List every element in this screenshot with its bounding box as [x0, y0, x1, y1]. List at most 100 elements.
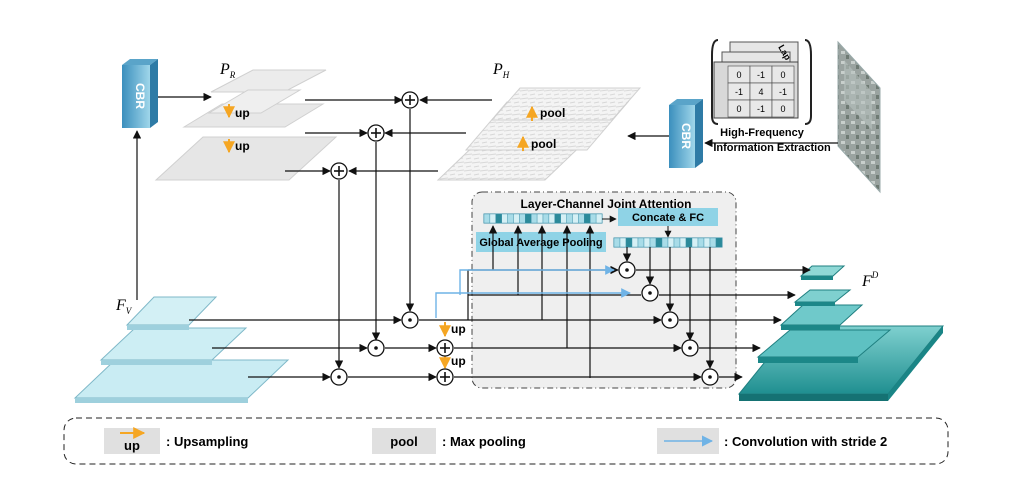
- legend-conv: : Convolution with stride 2: [657, 428, 887, 454]
- kernel-cell: -1: [735, 87, 743, 97]
- dot-circle-8: [701, 368, 719, 386]
- channel-cell: [595, 213, 603, 224]
- channel-cell: [637, 237, 645, 248]
- dot-circle-2: [367, 339, 385, 357]
- channel-cell: [519, 213, 526, 224]
- channel-cell: [667, 237, 675, 248]
- channel-cell: [525, 213, 532, 224]
- channel-cell: [501, 213, 508, 224]
- channel-cell: [554, 213, 561, 224]
- kernel-cell: 0: [780, 70, 785, 80]
- dot-circle-6: [661, 311, 679, 329]
- channel-cell: [536, 213, 544, 224]
- cbr-right-label: CBR: [679, 123, 693, 149]
- mid-up-1: up: [439, 322, 466, 338]
- operator-circles: [330, 91, 719, 386]
- channel-cell: [483, 213, 491, 224]
- channel-vector-top: [483, 213, 603, 224]
- svg-text:up: up: [451, 354, 466, 368]
- svg-text:pool: pool: [540, 106, 565, 120]
- aerial-image: [837, 40, 881, 194]
- plus-circle-2: [367, 124, 385, 142]
- ph-pool-2: pool: [517, 135, 556, 151]
- channel-cell: [685, 237, 693, 248]
- channel-cell: [489, 213, 496, 224]
- svg-text:up: up: [451, 322, 466, 336]
- channel-cell: [531, 213, 538, 224]
- dot-circle-3: [330, 368, 348, 386]
- legend-pool: pool : Max pooling: [372, 428, 526, 454]
- gap-label: Global Average Pooling: [479, 237, 602, 249]
- channel-cell: [715, 237, 723, 248]
- fd-feature-stack: [737, 265, 945, 401]
- svg-text:pool: pool: [531, 137, 556, 151]
- legend-up: up : Upsampling: [104, 427, 248, 454]
- channel-cell: [679, 237, 687, 248]
- legend-conv-text: : Convolution with stride 2: [724, 434, 887, 449]
- channel-cell: [661, 237, 669, 248]
- plus-circle-3: [330, 162, 348, 180]
- channel-cell: [507, 213, 514, 224]
- plus-circle-1: [401, 91, 419, 109]
- channel-cell: [649, 237, 657, 248]
- conv-stride-arrows: [435, 265, 631, 318]
- kernel-cell: 4: [758, 87, 763, 97]
- dot-circle-5: [641, 284, 659, 302]
- fd-label: FD: [861, 270, 879, 290]
- kernel-cell: -1: [757, 70, 765, 80]
- fv-label: FV: [115, 297, 133, 316]
- channel-cell: [584, 213, 591, 224]
- legend-up-text: : Upsampling: [166, 434, 248, 449]
- cbr-left-block: CBR: [122, 59, 158, 128]
- channel-cell: [691, 237, 699, 248]
- gap-input-lines: [488, 225, 595, 378]
- pr-up-1: up: [223, 104, 250, 120]
- svg-text:up: up: [235, 106, 250, 120]
- gap-box: [476, 232, 606, 252]
- legend-up-box: up: [124, 438, 140, 453]
- mid-up-2: up: [439, 354, 466, 370]
- pr-feature-stack: [154, 69, 338, 181]
- channel-cell: [703, 237, 711, 248]
- ph-plane-1: [490, 87, 642, 121]
- channel-cell: [697, 237, 705, 248]
- channel-cell: [495, 213, 502, 224]
- kernel-cell: -1: [757, 104, 765, 114]
- kernel-cell: 0: [736, 104, 741, 114]
- ph-feature-stack: [436, 87, 642, 181]
- pr-up-2: up: [223, 139, 250, 154]
- channel-cell: [572, 213, 579, 224]
- channel-cell: [643, 237, 651, 248]
- legend-pool-text: : Max pooling: [442, 434, 526, 449]
- channel-cell: [590, 213, 597, 224]
- channel-cell: [542, 213, 550, 224]
- channel-cell: [560, 213, 567, 224]
- channel-cell: [655, 237, 663, 248]
- channel-cell: [513, 213, 520, 224]
- cbr-left-label: CBR: [133, 83, 147, 109]
- ph-label: PH: [492, 61, 510, 80]
- pr-plane-3: [154, 136, 338, 181]
- dot-circle-4: [618, 261, 636, 279]
- concat-fc-box: [618, 208, 718, 226]
- legend-pool-box: pool: [390, 434, 417, 449]
- dot-circle-7: [681, 339, 699, 357]
- svg-text:up: up: [235, 139, 250, 153]
- kernel-cell: 0: [780, 104, 785, 114]
- channel-cell: [566, 213, 573, 224]
- legend-box: [63, 417, 949, 465]
- ph-pool-1: pool: [526, 105, 565, 121]
- cbr-right-block: CBR: [669, 99, 703, 168]
- channel-cell: [578, 213, 585, 224]
- concat-fc-label: Concate & FC: [632, 212, 704, 224]
- plus-circle-4: [436, 339, 454, 357]
- attention-title: Layer-Channel Joint Attention: [521, 197, 692, 211]
- fv-feature-stack: [73, 296, 290, 403]
- kernel-cell: -1: [779, 87, 787, 97]
- hf-line1: High-Frequency: [720, 127, 805, 139]
- channel-vector-bottom: [613, 237, 723, 248]
- channel-cell: [631, 237, 639, 248]
- channel-cell: [548, 213, 556, 224]
